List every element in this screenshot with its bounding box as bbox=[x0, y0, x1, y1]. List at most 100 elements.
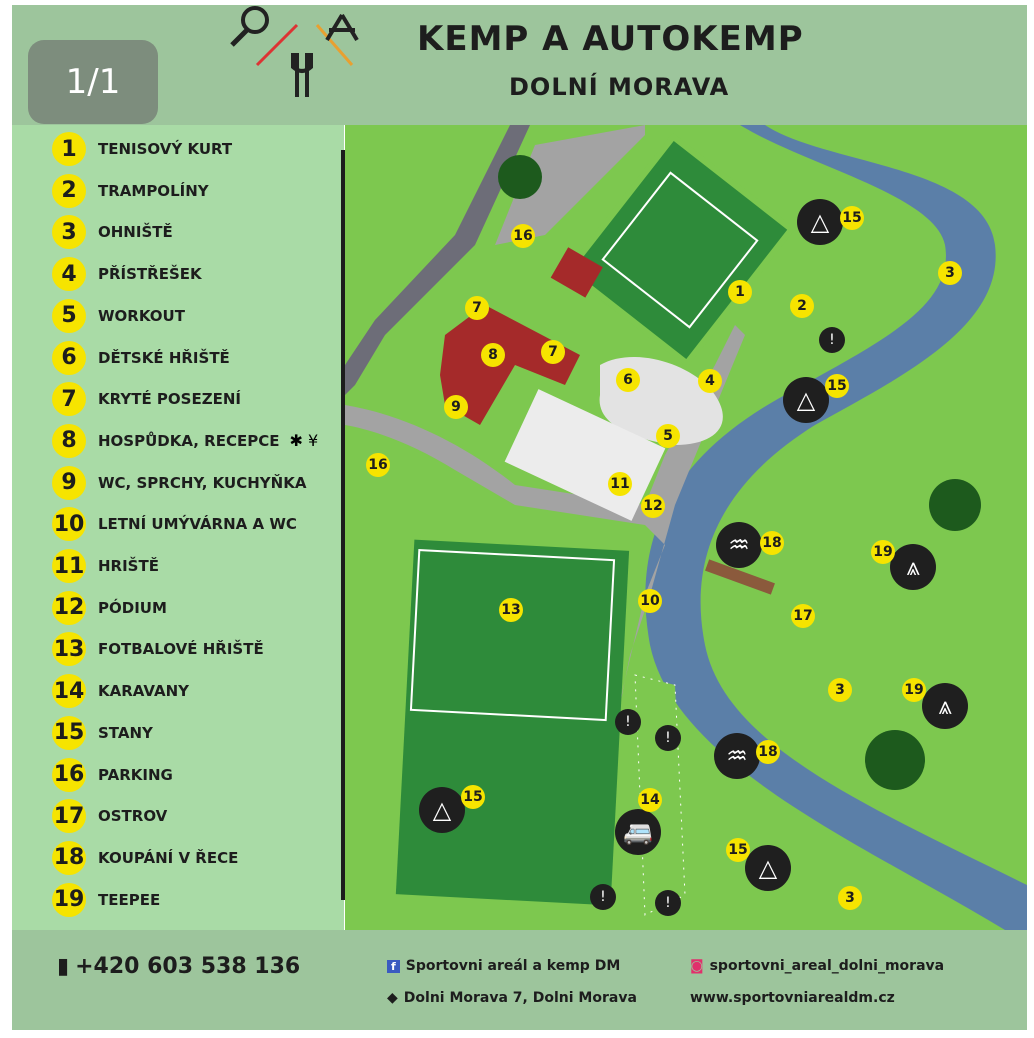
map-marker: 17 bbox=[791, 604, 815, 628]
instagram-icon: ◙ bbox=[690, 958, 704, 974]
legend-item: 4 PŘÍSTŘEŠEK bbox=[52, 256, 202, 292]
legend-number: 19 bbox=[52, 882, 86, 917]
path bbox=[345, 325, 745, 765]
legend-item: 13 FOTBALOVÉ HŘIŠTĚ bbox=[52, 631, 264, 667]
page-title: KEMP A AUTOKEMP bbox=[417, 19, 804, 59]
legend-label: TEEPEE bbox=[98, 890, 161, 909]
legend-label: HOSPŮDKA, RECEPCE bbox=[98, 431, 280, 450]
legend-label: PÓDIUM bbox=[98, 598, 167, 617]
header: KEMP A AUTOKEMP DOLNÍ MORAVA bbox=[12, 5, 1027, 125]
main-building bbox=[440, 305, 580, 425]
tree bbox=[498, 155, 542, 199]
legend-label: DĚTSKÉ HŘIŠTĚ bbox=[98, 348, 230, 367]
parking-area bbox=[495, 125, 645, 245]
bridge bbox=[705, 559, 775, 595]
legend-number: 18 bbox=[52, 840, 86, 875]
legend-item: 1 TENISOVÝ KURT bbox=[52, 131, 232, 167]
legend-number: 12 bbox=[52, 590, 86, 625]
legend-label: FOTBALOVÉ HŘIŠTĚ bbox=[98, 640, 264, 659]
torch-icon: ǃ bbox=[655, 725, 681, 751]
facebook-label: Sportovni areál a kemp DM bbox=[405, 958, 621, 974]
teepee-icon: ⩓ bbox=[890, 544, 936, 590]
legend-number: 10 bbox=[52, 507, 86, 542]
legend-number: 9 bbox=[52, 465, 86, 500]
map-marker: 2 bbox=[790, 294, 814, 318]
legend-number: 15 bbox=[52, 715, 86, 750]
website-label: www.sportovniarealdm.cz bbox=[690, 990, 895, 1006]
legend-label: OSTROV bbox=[98, 807, 168, 826]
website-link[interactable]: www.sportovniarealdm.cz bbox=[690, 990, 895, 1006]
legend-label: WORKOUT bbox=[98, 306, 185, 325]
legend-number: 13 bbox=[52, 632, 86, 667]
legend-number: 11 bbox=[52, 549, 86, 583]
tent-icon: △ bbox=[419, 787, 465, 833]
page-subtitle: DOLNÍ MORAVA bbox=[509, 73, 730, 101]
legend-number: 17 bbox=[52, 799, 86, 834]
map-marker: 12 bbox=[641, 494, 665, 518]
map-marker: 18 bbox=[760, 531, 784, 555]
instagram-link[interactable]: ◙ sportovni_areal_dolni_morava bbox=[690, 958, 944, 974]
map-marker: 8 bbox=[481, 343, 505, 367]
legend-label: PŘÍSTŘEŠEK bbox=[98, 265, 202, 284]
torch-icon: ǃ bbox=[590, 884, 616, 910]
legend-label: WC, SPRCHY, KUCHYŇKA bbox=[98, 473, 307, 492]
shelter-building bbox=[550, 247, 603, 298]
legend-number: 8 bbox=[52, 423, 86, 458]
legend-number: 6 bbox=[52, 340, 86, 375]
map-marker: 1 bbox=[728, 280, 752, 304]
map-marker: 7 bbox=[541, 340, 565, 364]
legend-label: LETNÍ UMÝVÁRNA A WC bbox=[98, 515, 297, 534]
swimming-icon: ♒ bbox=[714, 733, 760, 779]
map-marker: 16 bbox=[366, 453, 390, 477]
legend-number: 16 bbox=[52, 757, 86, 792]
tree bbox=[865, 730, 925, 790]
directions-icon: ◆ bbox=[387, 990, 398, 1006]
map-marker: 11 bbox=[608, 472, 632, 496]
swimming-icon: ♒ bbox=[716, 522, 762, 568]
address: ◆Dolni Morava 7, Dolni Morava bbox=[387, 990, 637, 1006]
legend-item: 12 PÓDIUM bbox=[52, 590, 167, 626]
map-marker: 3 bbox=[938, 261, 962, 285]
tent-icon: △ bbox=[745, 845, 791, 891]
map-marker: 18 bbox=[756, 740, 780, 764]
map-marker: 16 bbox=[511, 224, 535, 248]
map-marker: 3 bbox=[828, 678, 852, 702]
restaurant-icon: ✱ ¥ bbox=[289, 431, 319, 451]
legend-item: 17 OSTROV bbox=[52, 798, 167, 834]
torch-icon: ǃ bbox=[819, 327, 845, 353]
legend-label: KARAVANY bbox=[98, 682, 189, 701]
legend-item: 9 WC, SPRCHY, KUCHYŇKA bbox=[52, 465, 306, 501]
legend-item: 7 KRYTÉ POSEZENÍ bbox=[52, 381, 241, 417]
map-marker: 7 bbox=[465, 296, 489, 320]
page-indicator: 1/1 bbox=[28, 40, 158, 124]
legend-item: 5 WORKOUT bbox=[52, 298, 185, 334]
legend-item: 18 KOUPÁNÍ V ŘECE bbox=[52, 840, 238, 876]
legend-number: 4 bbox=[52, 257, 86, 292]
map-marker: 13 bbox=[499, 598, 523, 622]
legend-item: 8 HOSPŮDKA, RECEPCE ✱ ¥ bbox=[52, 423, 318, 459]
legend-number: 7 bbox=[52, 382, 86, 417]
legend-number: 5 bbox=[52, 298, 86, 333]
torch-icon: ǃ bbox=[615, 709, 641, 735]
legend-label: KRYTÉ POSEZENÍ bbox=[98, 390, 241, 409]
map-marker: 19 bbox=[871, 540, 895, 564]
instagram-label: sportovni_areal_dolni_morava bbox=[709, 958, 945, 974]
phone-icon: ▮ bbox=[57, 954, 70, 979]
legend-label: KOUPÁNÍ V ŘECE bbox=[98, 848, 239, 867]
legend-number: 1 bbox=[52, 132, 86, 166]
logo-icon bbox=[230, 6, 359, 97]
legend-label: TENISOVÝ KURT bbox=[98, 140, 233, 158]
river bbox=[645, 125, 1027, 930]
tent-icon: △ bbox=[797, 199, 843, 245]
map-marker: 5 bbox=[656, 424, 680, 448]
legend-item: 10 LETNÍ UMÝVÁRNA A WC bbox=[52, 506, 297, 542]
map-marker: 9 bbox=[444, 395, 468, 419]
